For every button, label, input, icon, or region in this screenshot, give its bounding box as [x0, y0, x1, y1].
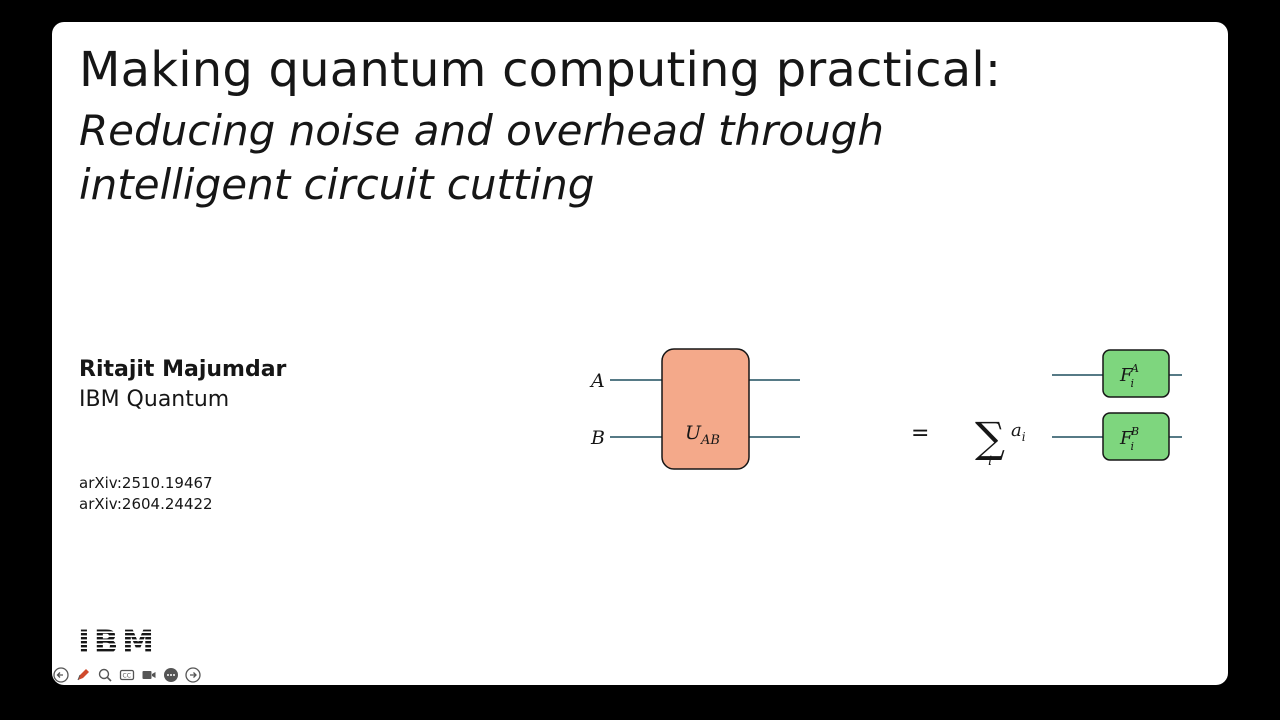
gate-f-b-label: FiB [1119, 425, 1139, 453]
gate-f-b [1102, 412, 1170, 461]
circuit-cutting-diagram: A B UAB = ∑ i ai FiA FiB [589, 348, 1182, 470]
slide-subtitle: Reducing noise and overhead through inte… [79, 104, 884, 212]
more-icon[interactable] [162, 666, 180, 684]
back-icon[interactable] [52, 666, 70, 684]
slide: Making quantum computing practical: Redu… [52, 22, 1228, 685]
svg-text:CC: CC [123, 673, 131, 680]
reference-2: arXiv:2604.24422 [79, 495, 213, 513]
equals-sign: = [911, 421, 929, 446]
subtitle-line-2: intelligent circuit cutting [79, 160, 595, 209]
references: arXiv:2510.19467 arXiv:2604.24422 [79, 473, 213, 515]
coefficient: ai [1011, 420, 1026, 444]
wire-label-a: A [589, 370, 605, 392]
reference-1: arXiv:2510.19467 [79, 474, 213, 492]
camera-icon[interactable] [140, 666, 158, 684]
ibm-logo: IBM [78, 625, 158, 659]
pen-icon[interactable] [74, 666, 92, 684]
presentation-toolbar: CC [52, 665, 202, 685]
slide-title: Making quantum computing practical: [79, 42, 1002, 98]
sum-symbol: ∑ [975, 413, 1005, 462]
gate-f-a [1102, 349, 1170, 398]
gate-u-ab [661, 348, 750, 470]
sum-index: i [988, 454, 992, 469]
gate-f-a-label: FiA [1119, 362, 1139, 390]
captions-icon[interactable]: CC [118, 666, 136, 684]
forward-icon[interactable] [184, 666, 202, 684]
subtitle-line-1: Reducing noise and overhead through [79, 106, 884, 155]
author-name: Ritajit Majumdar [79, 357, 287, 382]
author-affiliation: IBM Quantum [79, 387, 230, 412]
gate-u-label: UAB [685, 422, 720, 448]
wire-label-b: B [590, 427, 605, 449]
zoom-icon[interactable] [96, 666, 114, 684]
